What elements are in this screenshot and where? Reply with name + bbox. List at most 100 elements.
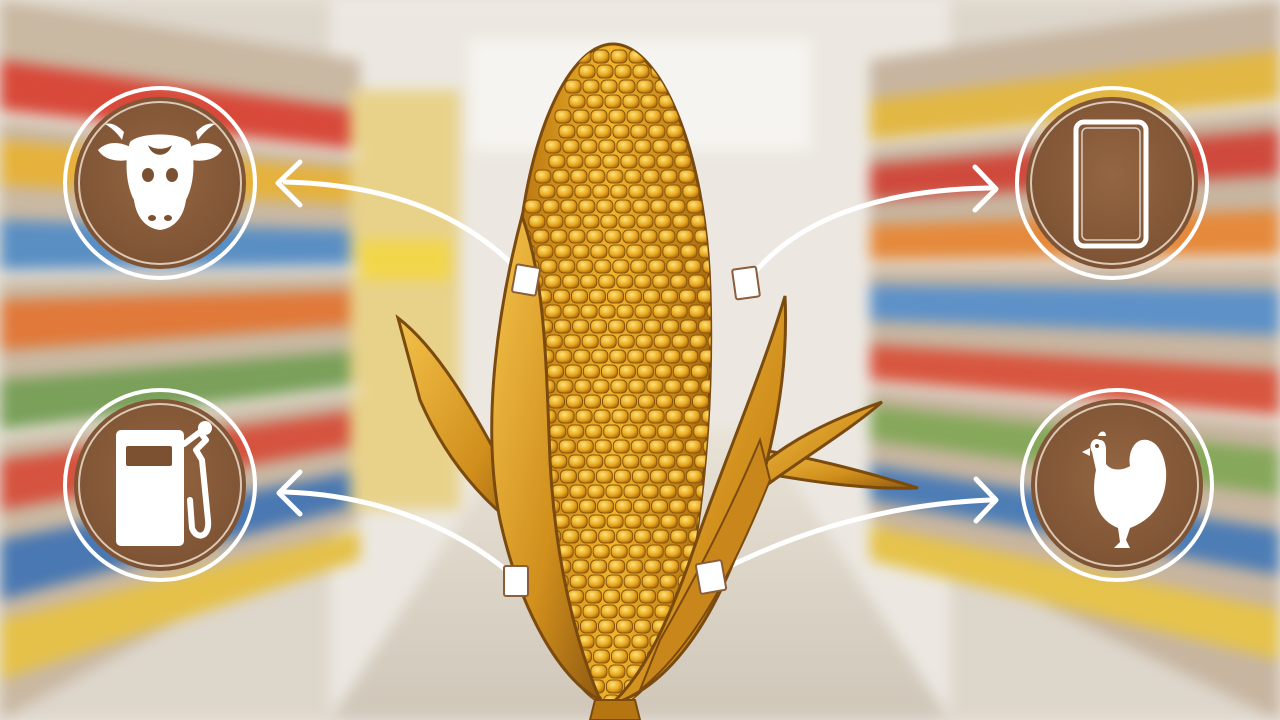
corn-kernel — [638, 394, 655, 409]
corn-kernel — [585, 589, 603, 604]
corn-kernel — [608, 109, 626, 124]
corn-kernel — [599, 334, 617, 349]
corn-kernel — [644, 319, 662, 334]
corn-kernel — [612, 259, 630, 274]
corn-kernel — [662, 319, 680, 334]
corn-kernel — [682, 379, 700, 394]
corn-kernel — [686, 199, 704, 214]
corn-kernel — [642, 514, 660, 529]
corn-kernel — [636, 214, 654, 229]
corn-kernel — [550, 229, 568, 244]
corn-kernel — [627, 349, 645, 364]
corn-kernel — [623, 574, 641, 589]
corn-kernel — [582, 604, 600, 619]
corn-kernel — [610, 49, 628, 64]
corn-kernel — [570, 169, 588, 184]
corn-kernel — [556, 379, 574, 394]
corn-kernel — [652, 274, 670, 289]
corn-kernel — [592, 379, 610, 394]
corn-kernel — [584, 394, 601, 409]
corn-kernel — [580, 304, 598, 319]
corn-kernel — [634, 274, 652, 289]
corn-kernel — [656, 154, 674, 169]
corn-kernel — [595, 634, 613, 649]
corn-kernel — [683, 409, 701, 424]
corn-kernel — [606, 169, 624, 184]
corn-kernel — [587, 574, 605, 589]
corn-kernel — [624, 169, 642, 184]
corn-kernel — [622, 229, 640, 244]
corn-kernel — [582, 214, 600, 229]
corn-kernel — [567, 424, 585, 439]
corn-kernel — [658, 229, 676, 244]
corn-kernel — [669, 499, 687, 514]
corn-kernel — [560, 199, 578, 214]
corn-kernel — [608, 244, 626, 259]
corn-kernel — [551, 484, 569, 499]
corn-kernel — [647, 409, 665, 424]
corn-kernel — [568, 229, 586, 244]
arrow-to-package — [737, 185, 993, 295]
corn-kernel — [610, 544, 628, 559]
corn-kernel — [616, 619, 633, 634]
corn-kernel — [692, 394, 709, 409]
corn-kernel — [646, 379, 664, 394]
corn-kernel — [660, 169, 678, 184]
corn-kernel — [666, 259, 684, 274]
corn-kernel — [577, 469, 595, 484]
corn-kernel — [644, 109, 662, 124]
corn-kernel — [566, 154, 584, 169]
corn-kernel — [570, 514, 588, 529]
corn-kernel — [652, 529, 670, 544]
arrow-head-chicken — [973, 476, 999, 524]
corn-kernel — [623, 484, 641, 499]
corn-kernel — [596, 64, 614, 79]
corn-kernel — [571, 289, 588, 304]
corn-kernel — [665, 409, 683, 424]
corn-kernel — [633, 499, 651, 514]
corn-kernel — [572, 559, 590, 574]
corn-kernel — [612, 124, 630, 139]
corn-kernel — [581, 334, 599, 349]
corn-kernel — [600, 214, 618, 229]
corn-kernel — [544, 139, 562, 154]
corn-kernel — [593, 649, 610, 664]
corn-kernel — [670, 139, 688, 154]
corn-kernel — [640, 229, 658, 244]
corn-kernel — [569, 574, 587, 589]
corn-kernel — [708, 364, 711, 379]
corn-kernel — [586, 94, 604, 109]
corn-kernel — [618, 604, 636, 619]
corn-kernel — [606, 514, 624, 529]
corn-kernel — [548, 394, 565, 409]
corn-kernel — [610, 379, 628, 394]
corn-kernel — [700, 379, 711, 394]
corn-kernel — [675, 424, 693, 439]
corn-kernel — [674, 154, 692, 169]
corn-kernel — [579, 499, 597, 514]
corn-kernel — [549, 424, 567, 439]
corn-kernel — [678, 169, 696, 184]
corn-kernel — [670, 304, 688, 319]
corn-kernel — [641, 574, 659, 589]
corn-kernel — [562, 139, 580, 154]
arrow-head-fuel — [276, 469, 303, 517]
corn-kernel — [598, 619, 615, 634]
corn-kernel — [611, 409, 629, 424]
corn-kernel — [576, 124, 594, 139]
corn-kernel — [628, 379, 646, 394]
corn-kernel — [656, 394, 673, 409]
corn-kernel — [607, 289, 624, 304]
corn-kernel — [538, 184, 556, 199]
corn-kernel — [663, 349, 681, 364]
corn-kernel — [572, 319, 590, 334]
corn-kernel — [604, 454, 622, 469]
arrow-to-chicken — [709, 497, 993, 578]
corn-kernel — [564, 79, 582, 94]
corn-kernel — [707, 334, 711, 349]
corn-kernel — [604, 229, 622, 244]
corn-kernel — [559, 469, 577, 484]
corn-kernel — [574, 379, 592, 394]
corn-kernel — [600, 364, 618, 379]
arrows — [275, 159, 999, 578]
